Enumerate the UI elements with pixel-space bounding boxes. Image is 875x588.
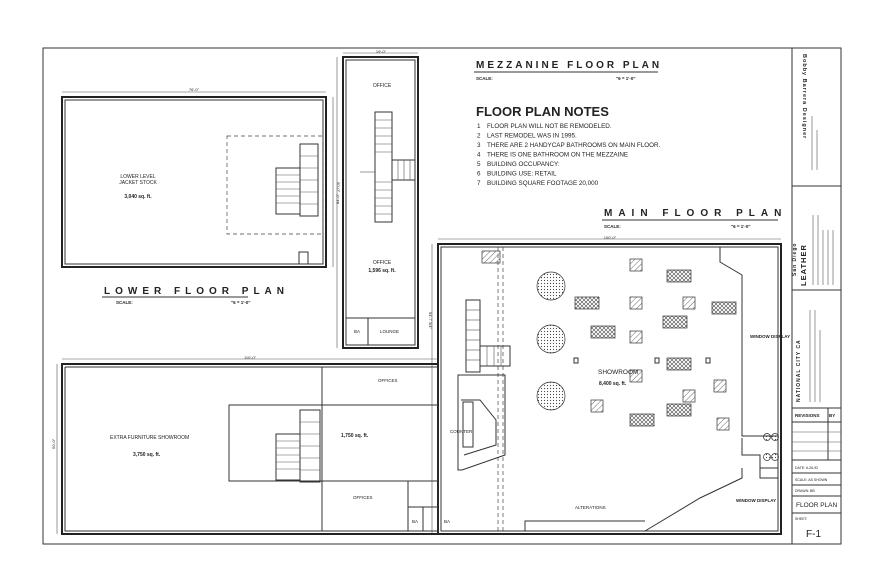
showroom-fixtures [481, 250, 737, 431]
note-number: 3 [477, 142, 481, 149]
lower-room-line1: LOWER LEVEL [120, 174, 156, 180]
notes-title: FLOOR PLAN NOTES [476, 104, 609, 119]
mezzanine-ba: BA [354, 329, 360, 334]
mezzanine-stair [360, 111, 416, 223]
ba1-label: BA [412, 519, 418, 524]
main-scale-label: SCALE: [604, 224, 621, 229]
lower-stair [275, 143, 319, 217]
main-side-dim: 94'-7 3/4" [428, 312, 433, 329]
lower-scale-label: SCALE: [116, 300, 133, 305]
company-line2: LEATHER [799, 244, 808, 286]
mezzanine-title: MEZZANINE FLOOR PLAN [476, 60, 662, 71]
showroom-label: SHOWROOM [598, 369, 638, 376]
mezzanine-scale-value: "6 = 1'-0" [616, 76, 635, 81]
lower-scale-value: "6 = 1'-0" [231, 300, 250, 305]
note-text: BUILDING USE: RETAIL [487, 171, 557, 178]
lower-height-dim: 50'-0" [336, 182, 341, 193]
scale-label: SCALE: AS SHOWN [795, 478, 828, 482]
main-lower-height-dim: 50'-0" [51, 438, 56, 449]
extra-showroom-label: EXTRA FURNITURE SHOWROOM [110, 435, 189, 441]
date-label: DATE: 6-26-92 [795, 466, 818, 470]
main-lower-width-dim: 110'-0" [244, 355, 257, 360]
mid-area: 1,750 sq. ft. [341, 433, 369, 439]
main-floor-plan: MAIN FLOOR PLAN SCALE: "6 = 1'-0" 100'-0… [51, 208, 790, 535]
sheet-title: FLOOR PLAN [796, 502, 837, 509]
main-floor-title: MAIN FLOOR PLAN [604, 208, 787, 219]
extra-showroom-area: 3,750 sq. ft. [133, 452, 161, 458]
note-text: LAST REMODEL WAS IN 1995. [487, 133, 577, 140]
by-label: BY [829, 413, 835, 418]
sheet-border [42, 47, 842, 545]
mezzanine-office: OFFICE [373, 260, 392, 266]
mezzanine-title-block: MEZZANINE FLOOR PLAN SCALE: "6 = 1'-0" [474, 60, 662, 81]
lower-outline [61, 96, 327, 268]
lower-room-line2: JACKET STOCK [119, 180, 157, 186]
revisions-label: REVISIONS [795, 413, 820, 418]
mezzanine-office-top: OFFICE [373, 83, 392, 89]
mezzanine-height-dim: 84'-0" [335, 193, 340, 204]
lower-floor-plan: 76'-0" 50'-0" LOWER LEVEL JACKET STOCK 3… [61, 87, 341, 305]
extra-stair [275, 409, 321, 483]
window-display-right: WINDOW DISPLAY [750, 334, 790, 339]
note-number: 7 [477, 180, 481, 187]
alterations-label: ALTERATIONS [575, 505, 606, 510]
note-text: FLOOR PLAN WILL NOT BE REMODELED. [487, 123, 612, 130]
offices-top-label: OFFICES [378, 378, 398, 383]
city-label: NATIONAL CITY CA [796, 339, 802, 402]
note-number: 5 [477, 161, 481, 168]
drawn-label: DRAWN: BB [795, 489, 815, 493]
note-number: 6 [477, 171, 481, 178]
note-number: 1 [477, 123, 481, 130]
mezzanine-lounge: LOUNGE [380, 329, 399, 334]
counter-label: COUNTER [450, 429, 473, 434]
lower-floor-title: LOWER FLOOR PLAN [104, 286, 289, 297]
lower-width-dim: 76'-0" [189, 87, 200, 92]
mezzanine-scale-label: SCALE: [476, 76, 493, 81]
mezzanine-outline [342, 56, 419, 349]
note-text: THERE IS ONE BATHROOM ON THE MEZZAINE [487, 152, 628, 159]
note-number: 4 [477, 152, 481, 159]
main-stair [465, 299, 511, 373]
main-counter [457, 374, 506, 471]
mezzanine-width-dim: 19'-0" [376, 49, 387, 54]
note-text: BUILDING SQUARE FOOTAGE 20,000 [487, 180, 599, 187]
notes-list: 1 FLOOR PLAN WILL NOT BE REMODELED. 2 LAST … [477, 123, 661, 187]
main-outline [437, 243, 782, 535]
main-scale-value: "6 = 1'-0" [731, 224, 750, 229]
title-block: Bobby Barrera Designer San Diego LEATHER… [792, 54, 841, 540]
main-top-dim: 100'-0" [604, 235, 617, 240]
mezzanine-floor-plan: 19'-0" 84'-0" OFFICE OFFICE 1,596 sq. ft… [335, 49, 419, 349]
extra-showroom-outline [61, 363, 439, 535]
sheet-label: SHEET: [795, 517, 808, 521]
note-text: BUILDING OCCUPANCY: [487, 161, 560, 168]
note-text: THERE ARE 2 HANDYCAP BATHROOMS ON MAIN F… [487, 142, 661, 149]
note-number: 2 [477, 133, 481, 140]
window-display-bottom: WINDOW DISPLAY [736, 498, 776, 503]
ba2-label: BA [444, 519, 450, 524]
offices-bottom-label: OFFICES [353, 495, 373, 500]
showroom-area: 8,400 sq. ft. [599, 381, 627, 387]
sheet-number: F-1 [806, 529, 821, 540]
mezzanine-office-area: 1,596 sq. ft. [368, 268, 396, 274]
lower-dashed-area [226, 135, 324, 235]
lower-area: 3,040 sq. ft. [124, 194, 152, 200]
company-line1: San Diego [792, 243, 798, 276]
floor-plan-notes: FLOOR PLAN NOTES 1 FLOOR PLAN WILL NOT BE… [476, 104, 661, 187]
designer-name: Bobby Barrera Designer [801, 54, 807, 139]
